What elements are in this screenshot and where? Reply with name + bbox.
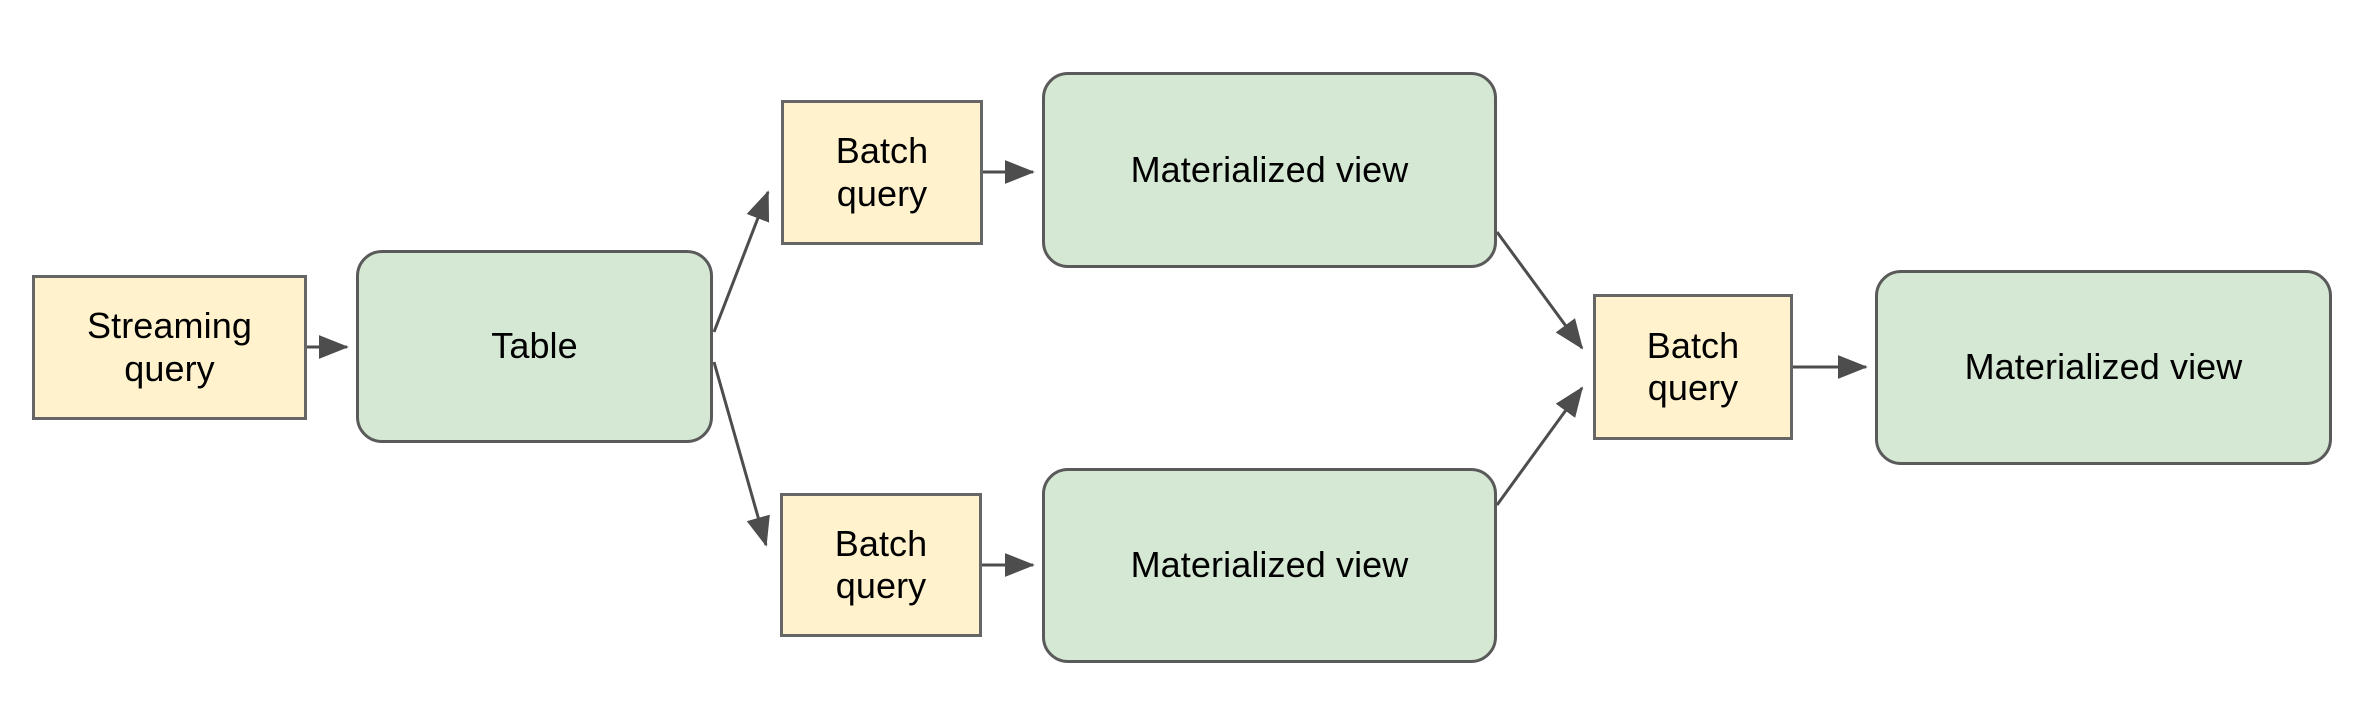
node-batch-query-merge[interactable]: Batch query [1593, 294, 1793, 440]
node-materialized-view-bottom[interactable]: Materialized view [1042, 468, 1497, 663]
node-materialized-view-final[interactable]: Materialized view [1875, 270, 2332, 465]
node-label-materialized-view-top: Materialized view [1130, 148, 1409, 190]
node-label-batch-query-top: Batch query [835, 130, 929, 214]
edge-table-to-batch-query-top [712, 190, 770, 333]
edge-materialized-view-top-to-batch-query-merge [1495, 231, 1584, 350]
node-materialized-view-top[interactable]: Materialized view [1042, 72, 1497, 268]
edge-table-to-batch-query-bottom [712, 361, 770, 547]
node-batch-query-top[interactable]: Batch query [781, 100, 983, 245]
node-batch-query-bottom[interactable]: Batch query [780, 493, 982, 637]
node-table[interactable]: Table [356, 250, 713, 443]
node-label-table: Table [491, 325, 578, 367]
node-label-batch-query-merge: Batch query [1646, 324, 1740, 408]
node-label-materialized-view-bottom: Materialized view [1130, 544, 1409, 586]
node-label-streaming-query: Streaming query [87, 305, 252, 389]
edge-materialized-view-bottom-to-batch-query-merge [1495, 386, 1584, 506]
node-streaming-query[interactable]: Streaming query [32, 275, 307, 420]
node-label-batch-query-bottom: Batch query [834, 522, 928, 606]
node-label-materialized-view-final: Materialized view [1964, 346, 2243, 388]
